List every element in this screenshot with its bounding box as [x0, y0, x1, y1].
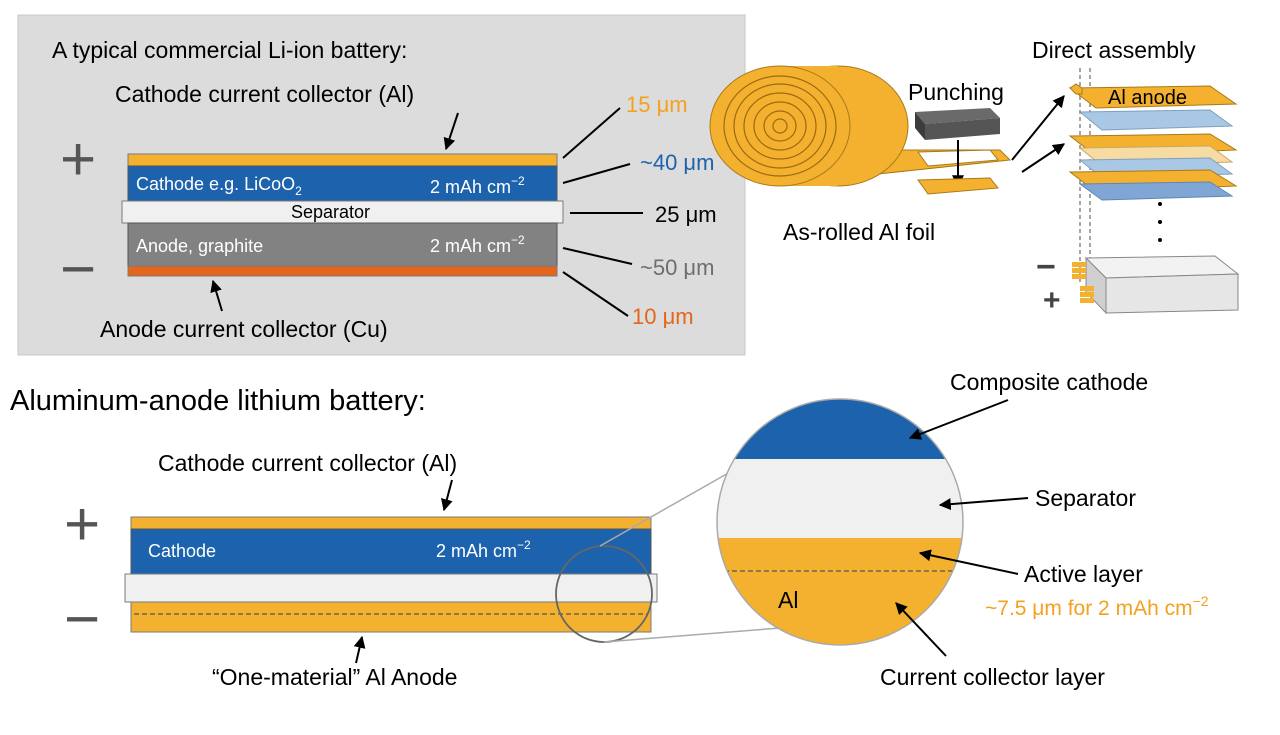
anode-collector-label: Anode current collector (Cu) — [100, 316, 388, 342]
cell-minus-sign: − — [1036, 248, 1056, 286]
bottom-cathode-collector-layer — [130, 516, 652, 530]
bottom-anode-label: “One-material” Al Anode — [212, 664, 457, 690]
thickness-cathode: ~40 μm — [640, 150, 714, 175]
composite-cathode-label: Composite cathode — [950, 369, 1148, 395]
cathode-label: Cathode e.g. LiCoO2 — [136, 174, 302, 198]
punch-tool — [915, 108, 1000, 140]
zoom-circle-outline — [716, 398, 964, 646]
active-thickness-label: ~7.5 μm for 2 mAh cm−2 — [985, 593, 1209, 620]
active-layer-arrow — [918, 549, 1019, 575]
minus-sign: − — [60, 235, 96, 304]
thickness-separator: 25 μm — [655, 202, 717, 227]
thickness-anode: ~50 μm — [640, 255, 714, 280]
zoom-detail: Al Composite cathode Separator Active la… — [716, 369, 1209, 690]
thickness-cathode-collector: 15 μm — [626, 92, 688, 117]
anode-label: Anode, graphite — [136, 236, 263, 256]
bottom-separator-layer — [124, 573, 658, 603]
punched-piece — [917, 177, 999, 195]
composite-cathode-arrow — [908, 399, 1009, 440]
thickness-line-4 — [562, 247, 633, 265]
anode-collector-arrow — [210, 279, 223, 312]
cathode-layer — [127, 165, 558, 202]
collector-layer-label: Current collector layer — [880, 664, 1105, 690]
bottom-minus-sign: − — [64, 585, 100, 654]
sheet-stack — [1068, 83, 1238, 201]
bottom-anode-layer — [130, 601, 652, 633]
bottom-cathode-collector-arrow — [440, 479, 453, 512]
al-anode-label: Al anode — [1108, 87, 1187, 109]
stack-dot — [1158, 220, 1162, 224]
bottom-title: Aluminum-anode lithium battery: — [10, 385, 426, 417]
plus-sign: + — [60, 125, 96, 194]
cell-pouch — [1072, 255, 1240, 315]
assembly-arrow-1 — [1011, 95, 1065, 161]
bottom-plus-sign: + — [64, 490, 100, 559]
bottom-cathode-capacity: 2 mAh cm−2 — [436, 538, 531, 561]
anode-layer — [127, 222, 558, 267]
zoom-separator-region — [717, 459, 963, 538]
collector-layer-arrow — [895, 602, 947, 657]
stack-dot — [1158, 238, 1162, 242]
punching-label: Punching — [908, 79, 1004, 105]
separator-label: Separator — [291, 202, 370, 222]
assembly-arrow-2 — [1021, 143, 1065, 173]
al-anode-battery: Aluminum-anode lithium battery: Cathode … — [10, 385, 781, 690]
zoom-separator-label: Separator — [1035, 485, 1136, 511]
thickness-anode-collector: 10 μm — [632, 304, 694, 329]
active-layer-label: Active layer — [1024, 561, 1143, 587]
commercial-battery-panel: A typical commercial Li-ion battery: Cat… — [17, 14, 746, 356]
cell-plus-sign: + — [1043, 284, 1061, 317]
foil-roll — [709, 65, 909, 187]
zoom-line-bottom — [603, 627, 781, 643]
cathode-collector-layer — [127, 153, 558, 167]
direct-assembly-label: Direct assembly — [1032, 37, 1196, 63]
cathode-collector-arrow — [443, 112, 459, 151]
stack-dot — [1158, 202, 1162, 206]
zoom-al-label: Al — [778, 587, 798, 613]
thickness-line-2 — [562, 163, 631, 184]
anode-collector-layer — [127, 265, 558, 277]
cathode-collector-label: Cathode current collector (Al) — [115, 81, 414, 107]
direct-assembly-illustration: Punching As-rolled Al foil Direct assemb… — [709, 37, 1240, 317]
zoom-separator-arrow — [938, 497, 1029, 511]
cathode-capacity: 2 mAh cm−2 — [430, 174, 525, 197]
bottom-cathode-label: Cathode — [148, 541, 216, 561]
anode-capacity: 2 mAh cm−2 — [430, 233, 525, 256]
panel-title: A typical commercial Li-ion battery: — [52, 37, 407, 63]
bottom-anode-arrow — [353, 635, 366, 664]
foil-label: As-rolled Al foil — [783, 219, 935, 245]
bottom-cathode-collector-label: Cathode current collector (Al) — [158, 450, 457, 476]
thickness-line-1 — [562, 107, 621, 159]
thickness-line-5 — [562, 271, 629, 317]
